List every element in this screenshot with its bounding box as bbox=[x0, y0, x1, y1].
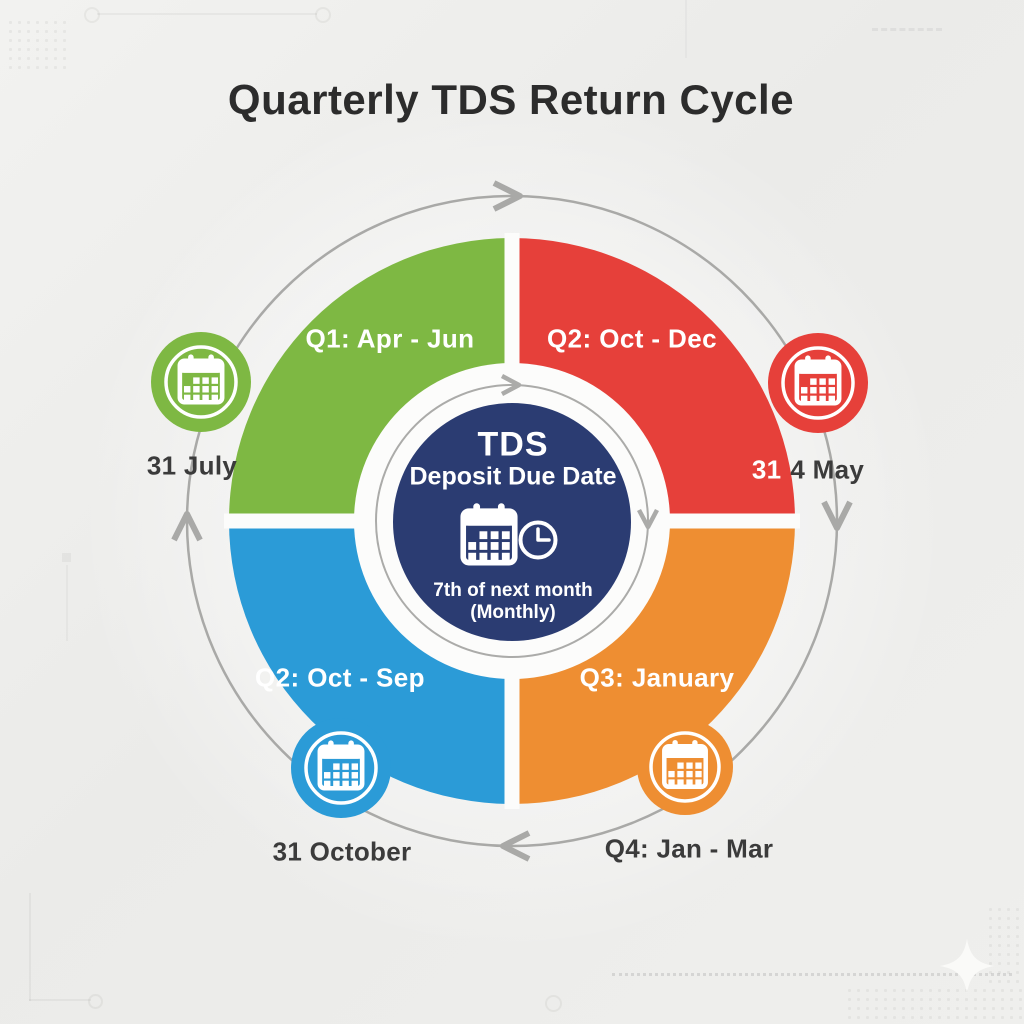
milestone-label-top-right-prefix: 31 bbox=[751, 454, 782, 485]
calendar-icon bbox=[317, 740, 365, 791]
calendar-icon bbox=[794, 355, 842, 406]
milestone-label-top-right: 31 4 May bbox=[752, 455, 864, 486]
outer-cycle-ring bbox=[171, 180, 853, 862]
cycle-arrow-left-icon bbox=[171, 511, 203, 542]
clock-icon bbox=[518, 520, 558, 560]
milestone-label-bottom-left: 31 October bbox=[272, 836, 412, 867]
quadrant-label-top-right: Q2: Oct - Dec bbox=[547, 323, 717, 354]
cycle-arrow-bottom-icon bbox=[500, 830, 531, 862]
cycle-arrow-top-icon bbox=[492, 180, 523, 212]
quadrant-label-bottom-left: Q2: Oct - Sep bbox=[255, 662, 425, 693]
inner-cycle-arrow-right-icon bbox=[637, 508, 659, 530]
calendar-icon bbox=[177, 354, 225, 405]
quadrant-label-top-left: Q1: Apr - Jun bbox=[305, 323, 475, 354]
cycle-arrow-right-icon bbox=[821, 500, 853, 531]
milestone-label-top-left: 31 July bbox=[146, 450, 238, 481]
milestone-badge-top-right bbox=[768, 333, 868, 433]
calendar-clock-icon bbox=[460, 503, 558, 566]
milestone-badge-top-left bbox=[151, 332, 251, 432]
page-title: Quarterly TDS Return Cycle bbox=[227, 76, 795, 123]
milestone-label-top-right-text: 4 May bbox=[790, 454, 865, 485]
center-subheading: Deposit Due Date bbox=[409, 462, 617, 491]
milestone-badge-bottom-right bbox=[637, 719, 733, 815]
center-heading: TDS bbox=[477, 425, 549, 464]
milestone-label-bottom-right: Q4: Jan - Mar bbox=[604, 833, 774, 864]
center-note-line2: (Monthly) bbox=[470, 602, 556, 623]
center-note-line1: 7th of next month bbox=[433, 580, 593, 601]
inner-cycle-arrow-top-icon bbox=[500, 374, 522, 396]
inner-cycle-ring bbox=[375, 374, 659, 658]
calendar-icon bbox=[662, 740, 708, 790]
milestone-badge-bottom-left bbox=[291, 718, 391, 818]
quadrant-label-bottom-right: Q3: January bbox=[579, 662, 735, 693]
